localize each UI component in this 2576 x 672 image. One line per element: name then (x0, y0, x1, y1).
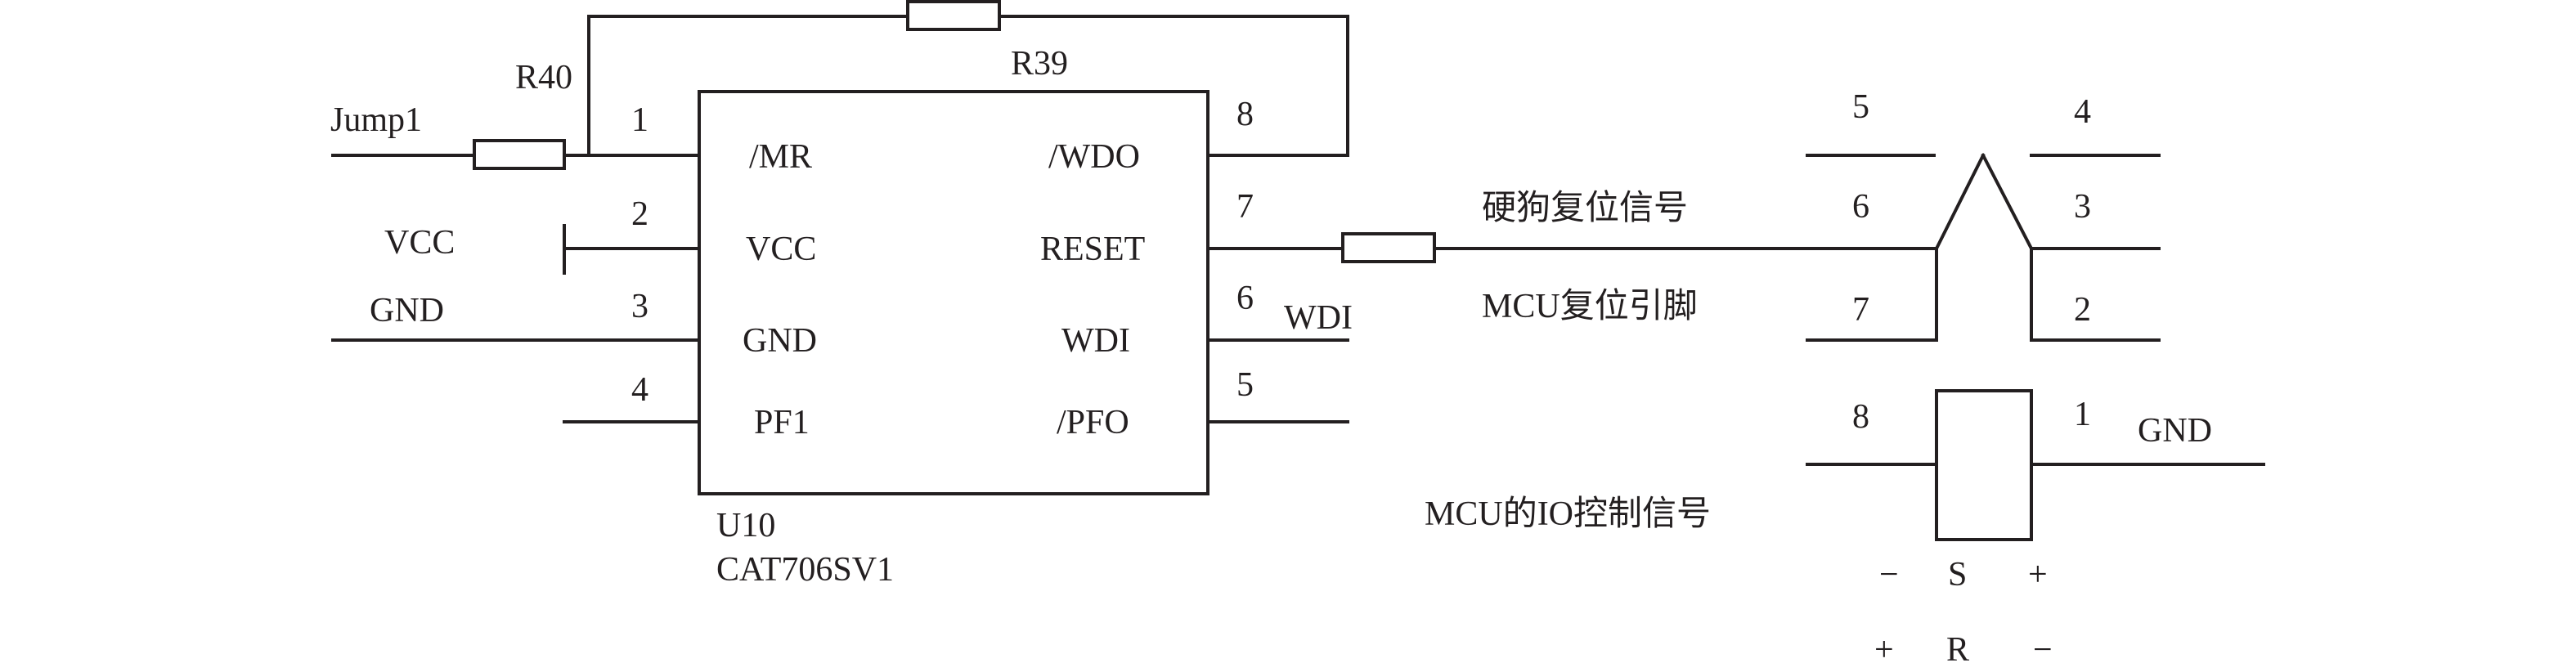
pin-name: /PFO (1057, 404, 1129, 441)
pin-name: RESET (1040, 231, 1145, 268)
relay-switch-right (1981, 153, 2034, 251)
pin-number: 2 (631, 195, 648, 233)
relay-coil (1935, 389, 2033, 541)
relay-pin-number: 3 (2074, 188, 2091, 226)
relay-pin-number: 7 (1852, 291, 1869, 329)
signal-label-hw-reset: 硬狗复位信号 (1482, 189, 1688, 227)
pin-name: VCC (746, 231, 816, 268)
relay-pin-number: 5 (1852, 88, 1869, 126)
pin-number: 6 (1236, 280, 1254, 317)
resistor-reset (1341, 232, 1436, 263)
net-label-jump1: Jump1 (330, 101, 422, 139)
resistor-label-r40: R40 (515, 59, 572, 96)
relay-pin-number: 4 (2074, 93, 2091, 131)
relay-symbol: + (2028, 556, 2048, 594)
pin-number: 3 (631, 288, 648, 325)
relay-symbol: S (1948, 556, 1967, 594)
relay-pin-number: 6 (1852, 188, 1869, 226)
pin-number: 4 (631, 371, 648, 409)
relay-symbol: − (1879, 556, 1899, 594)
relay-pin-number: 2 (2074, 291, 2091, 329)
relay-switch-left (1934, 153, 1986, 251)
pin-number: 8 (1236, 96, 1254, 133)
pin-name: /MR (749, 138, 812, 176)
resistor-r39 (906, 0, 1001, 31)
net-label-gnd: GND (370, 292, 444, 329)
ic-body (698, 90, 1209, 495)
relay-symbol: − (2033, 631, 2053, 669)
pin-number: 5 (1236, 366, 1254, 404)
resistor-r40 (473, 139, 566, 170)
ic-reference: U10 (716, 507, 775, 544)
pin-name: /WDO (1048, 138, 1140, 176)
relay-pin-number: 8 (1852, 398, 1869, 436)
pin-number: 7 (1236, 188, 1254, 226)
signal-label-mcu-reset: MCU复位引脚 (1482, 287, 1698, 325)
resistor-label-r39: R39 (1011, 45, 1068, 83)
net-label-wdi: WDI (1284, 299, 1353, 337)
net-label-relay-gnd: GND (2138, 412, 2212, 450)
relay-pin-number: 1 (2074, 396, 2091, 433)
signal-label-mcu-io: MCU的IO控制信号 (1425, 495, 1711, 533)
ic-part-number: CAT706SV1 (716, 551, 894, 589)
net-label-vcc: VCC (384, 224, 455, 262)
pin-number: 1 (631, 101, 648, 139)
relay-symbol: R (1946, 631, 1969, 669)
pin-name: WDI (1061, 322, 1130, 360)
pin-name: GND (743, 322, 817, 360)
pin-name: PF1 (754, 404, 810, 441)
relay-symbol: + (1874, 631, 1894, 669)
